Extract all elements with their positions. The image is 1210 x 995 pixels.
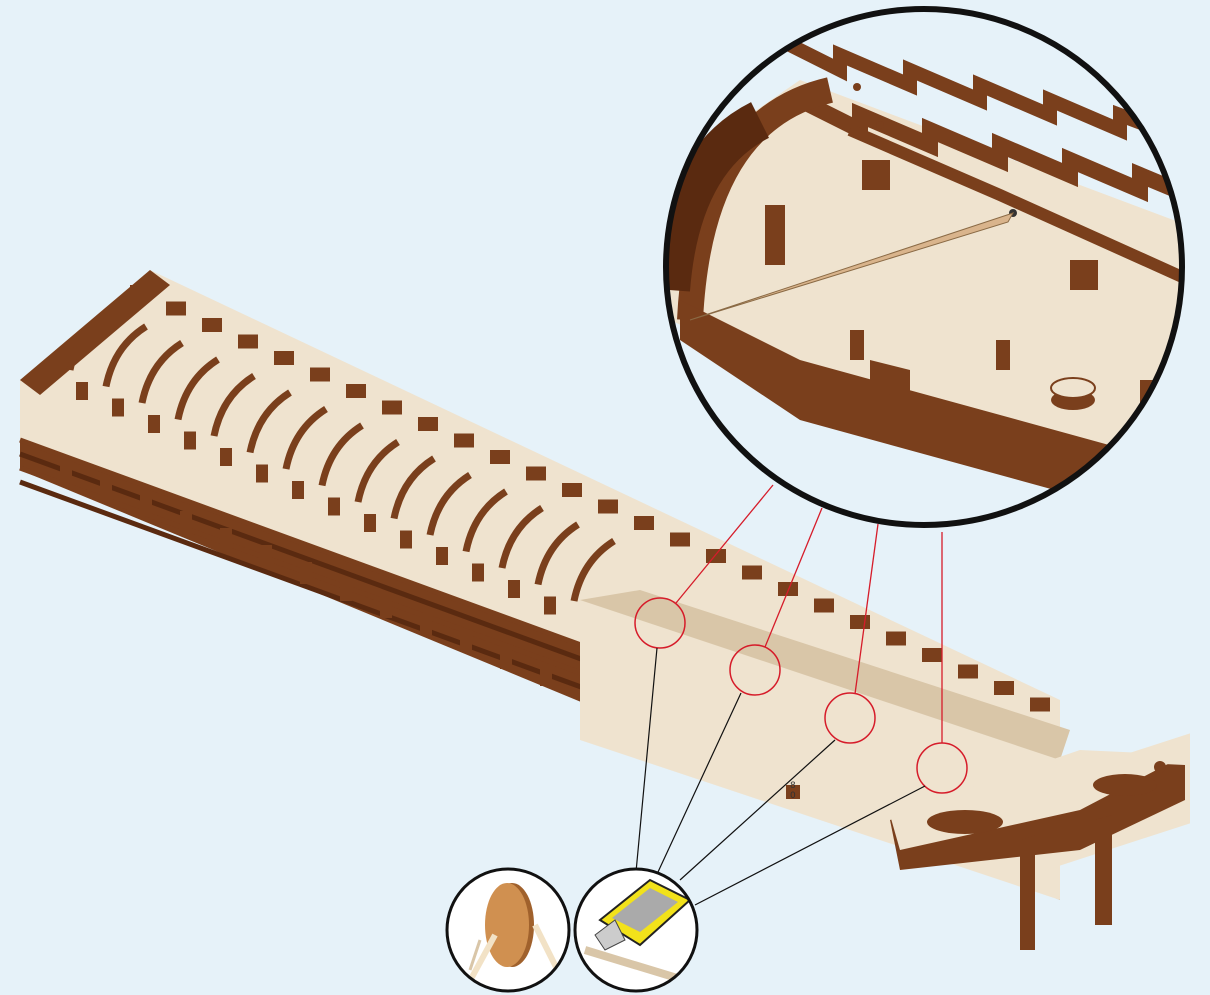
barrel-foot [220,528,232,550]
barrel-tooth [166,302,186,316]
stock-hole [1154,761,1166,773]
spacer-label-bottom: 0 [790,791,796,801]
barrel-rib-slot [76,382,88,400]
barrel-tooth [994,681,1014,695]
barrel-tooth [238,335,258,349]
barrel-tooth [1030,698,1050,712]
stock-leg-2 [1095,815,1112,925]
wooden-disc-with-pegs-icon [447,869,569,991]
barrel-tooth [562,483,582,497]
barrel-rib-slot [292,481,304,499]
barrel-rib-slot [544,597,556,615]
barrel-foot [420,613,432,635]
stock-slot-2 [1093,774,1157,796]
mag-slot-1 [765,205,785,265]
spacer-label-top: 8 [790,781,796,791]
barrel-rib-slot [508,580,520,598]
barrel-tooth [706,549,726,563]
barrel-tooth [418,417,438,431]
barrel-foot [60,460,72,482]
barrel-tooth [310,368,330,382]
barrel-tooth [130,285,150,299]
barrel-tooth [670,533,690,547]
barrel-tooth [454,434,474,448]
barrel-rib-slot [184,432,196,450]
barrel-rib-slot [256,465,268,483]
mag-slot-3 [1070,260,1098,290]
barrel-rib-slot [148,415,160,433]
magnified-view [660,0,1200,540]
barrel-foot [180,511,192,533]
barrel-tooth [814,599,834,613]
barrel-foot [140,494,152,516]
barrel-tooth [742,566,762,580]
barrel-tooth [778,582,798,596]
stock-leg-1 [1020,835,1035,950]
barrel-rib-slot [220,448,232,466]
mag-slot-5 [996,340,1010,370]
barrel-tooth [490,450,510,464]
barrel-rib-slot [472,564,484,582]
barrel-foot [540,664,552,686]
mag-slot-4 [850,330,864,360]
barrel-foot [500,647,512,669]
barrel-rib-slot [364,514,376,532]
barrel-tooth [346,384,366,398]
barrel-rib-slot [112,399,124,417]
barrel-rib-slot [400,531,412,549]
barrel-tooth [922,648,942,662]
barrel-tooth [598,500,618,514]
stock-slot-1 [927,810,1003,834]
barrel-rib-slot [436,547,448,565]
barrel-tooth [202,318,222,332]
spacer-label: 8 0 [790,781,796,801]
mag-slot-2 [862,160,890,190]
barrel-foot [100,477,112,499]
utility-knife-icon [575,869,700,991]
barrel-foot [340,579,352,601]
barrel-tooth [274,351,294,365]
barrel-foot [380,596,392,618]
barrel-tooth [526,467,546,481]
barrel-rib-slot [328,498,340,516]
barrel-tooth [886,632,906,646]
barrel-foot [460,630,472,652]
barrel-foot [300,562,312,584]
barrel-tooth [850,615,870,629]
barrel-tooth [958,665,978,679]
barrel-tooth [382,401,402,415]
barrel-foot [260,545,272,567]
barrel-tooth [634,516,654,530]
